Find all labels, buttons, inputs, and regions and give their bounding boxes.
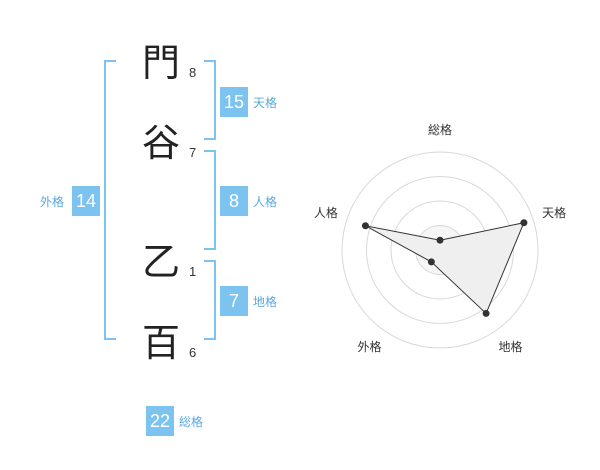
stroke-count-2: 7 xyxy=(189,145,197,160)
jinkaku-bracket xyxy=(204,150,216,250)
chikaku-value: 7 xyxy=(220,286,248,316)
gaikaku-value: 14 xyxy=(72,186,100,216)
tenkaku-bracket xyxy=(204,60,216,140)
name-char-3: 乙 xyxy=(142,240,181,284)
radar-axis-label: 地格 xyxy=(499,339,523,354)
stroke-count-1: 8 xyxy=(189,65,197,80)
chikaku-label: 地格 xyxy=(253,295,278,309)
soukaku-value: 22 xyxy=(146,406,174,436)
radar-point-3 xyxy=(427,258,435,266)
tenkaku-value: 15 xyxy=(220,87,248,117)
radar-ring xyxy=(341,151,539,349)
radar-axis-label: 人格 xyxy=(314,205,338,220)
jinkaku-value: 8 xyxy=(220,186,248,216)
chikaku-bracket xyxy=(204,260,216,340)
radar-axis-label: 外格 xyxy=(357,339,381,354)
soukaku-label: 総格 xyxy=(179,415,204,429)
name-char-2: 谷 xyxy=(142,121,181,165)
name-char-4: 百 xyxy=(142,321,181,365)
radar-ring xyxy=(366,176,514,324)
radar-point-2 xyxy=(482,309,490,317)
gaikaku-bracket xyxy=(104,60,116,340)
radar-point-0 xyxy=(436,236,444,244)
jinkaku-label: 人格 xyxy=(253,195,278,209)
stroke-count-4: 6 xyxy=(189,345,197,360)
gaikaku-label: 外格 xyxy=(40,195,65,209)
radar-point-4 xyxy=(361,222,369,230)
radar-points xyxy=(361,219,528,317)
radar-point-1 xyxy=(520,219,528,227)
radar-axis-label: 天格 xyxy=(542,205,566,220)
tenkaku-label: 天格 xyxy=(253,96,278,110)
radar-axis-label: 総格 xyxy=(428,122,452,137)
name-char-1: 門 xyxy=(142,41,181,85)
stroke-count-3: 1 xyxy=(189,264,197,279)
radar-area xyxy=(365,222,525,315)
